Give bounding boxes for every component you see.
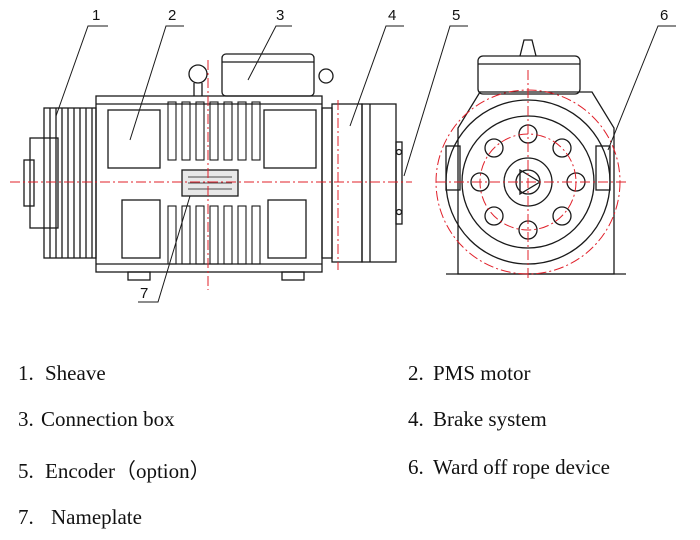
- traction-machine-drawing: 1 2 3 4 5 6 7: [10, 7, 676, 303]
- sheave-part: [23, 107, 97, 259]
- callout-6: 6: [660, 7, 668, 24]
- legend-number: 4.: [408, 407, 424, 431]
- connection-box-part: [188, 53, 334, 97]
- legend-item-nameplate: 7. Nameplate: [18, 505, 142, 530]
- callout-3: 3: [276, 7, 284, 24]
- legend-label: Ward off rope device: [433, 455, 610, 479]
- callout-7: 7: [140, 285, 148, 302]
- leader-lines: [55, 25, 676, 303]
- legend-item-sheave: 1. Sheave: [18, 361, 106, 386]
- nameplate-part: [181, 169, 239, 197]
- legend-item-ward-off-rope-device: 6. Ward off rope device: [408, 455, 610, 480]
- legend-number: 6.: [408, 455, 424, 479]
- brake-system-part: [321, 103, 397, 263]
- pms-motor-part: [95, 95, 323, 281]
- legend-item-encoder: 5. Encoder（option）: [18, 455, 211, 485]
- legend-item-brake-system: 4. Brake system: [408, 407, 547, 432]
- legend-number: 2.: [408, 361, 424, 385]
- legend-item-pms-motor: 2. PMS motor: [408, 361, 530, 386]
- centerlines: [10, 60, 626, 290]
- legend-label: Sheave: [45, 361, 106, 385]
- callout-4: 4: [388, 7, 396, 24]
- callout-2: 2: [168, 7, 176, 24]
- legend-label: Brake system: [433, 407, 547, 431]
- encoder-part: [395, 141, 403, 225]
- legend-number: 5.: [18, 459, 34, 483]
- legend-item-connection-box: 3. Connection box: [18, 407, 175, 432]
- legend-label: Connection box: [41, 407, 175, 431]
- legend-number: 7.: [18, 505, 34, 529]
- legend-number: 1.: [18, 361, 34, 385]
- legend-number: 3.: [18, 407, 34, 431]
- end-view: [445, 39, 626, 275]
- legend-label: PMS motor: [433, 361, 531, 385]
- callout-1: 1: [92, 7, 100, 24]
- legend-label: Encoder（option）: [45, 459, 211, 483]
- legend-label: Nameplate: [51, 505, 142, 529]
- callout-5: 5: [452, 7, 460, 24]
